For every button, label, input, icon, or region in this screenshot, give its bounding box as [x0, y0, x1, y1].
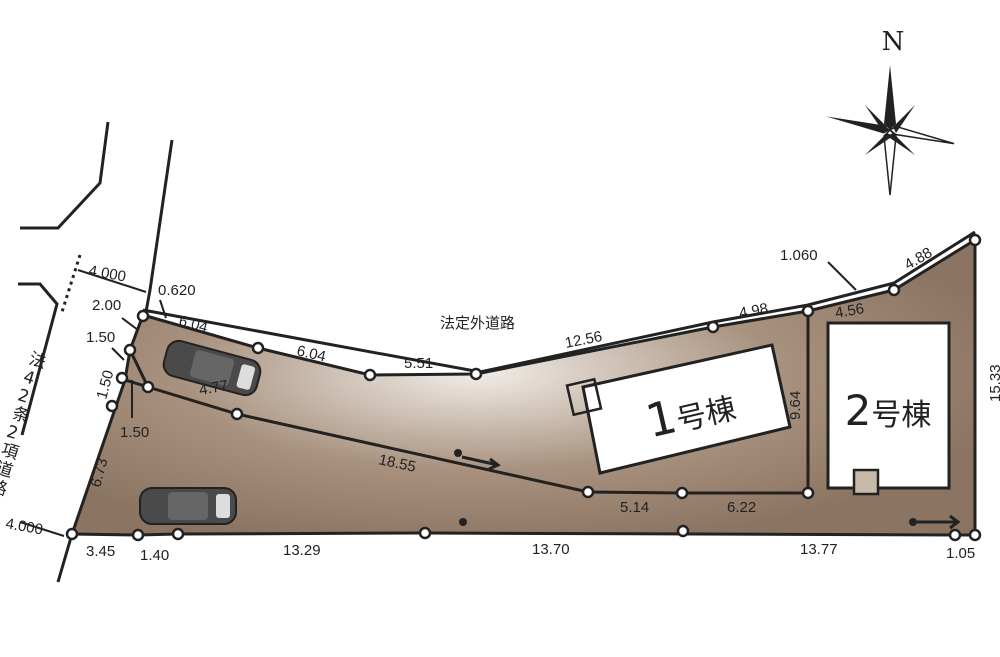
north-label: N [882, 27, 905, 57]
dim-road-width-bottom: 4.000 [4, 515, 44, 538]
dim-13-77: 13.77 [800, 541, 838, 558]
dim-6-22: 6.22 [727, 499, 756, 516]
dim-4-77: 4.77 [198, 377, 230, 399]
building-1: 1号棟 [565, 343, 792, 475]
dim-6-73: 6.73 [87, 456, 111, 489]
dim-5-51: 5.51 [404, 355, 433, 372]
svg-text:2号棟: 2号棟 [845, 386, 932, 435]
dim-1-50-a: 1.50 [86, 329, 115, 346]
dim-setback-top: 0.620 [158, 282, 196, 299]
dim-9-64: 9.64 [787, 391, 804, 420]
entrance-arrow-icon [454, 449, 961, 530]
building-2-number: 2 [845, 386, 872, 435]
building-2: 2号棟 [826, 321, 951, 496]
dim-1-50-b: 1.50 [93, 368, 117, 401]
dim-6-04-b: 6.04 [295, 342, 327, 365]
dim-1-40: 1.40 [140, 547, 169, 564]
dim-1-50-c: 1.50 [120, 424, 149, 441]
compass-rose-icon [825, 65, 955, 196]
dim-2-00: 2.00 [92, 297, 121, 314]
dim-road-width-top: 4.000 [87, 262, 127, 285]
boundary-points [65, 233, 982, 542]
lot-divider [147, 311, 810, 495]
dim-15-33: 15.33 [987, 364, 1000, 402]
car-icon [139, 487, 237, 525]
dim-1-05: 1.05 [946, 545, 975, 562]
dim-13-29: 13.29 [283, 542, 321, 559]
building-2-suffix: 号棟 [871, 398, 931, 433]
dim-4-56: 4.56 [834, 300, 866, 322]
road-lines [18, 121, 976, 583]
car-icon [162, 339, 262, 397]
dim-13-70: 13.70 [532, 541, 570, 558]
dim-setback-right: 1.060 [780, 247, 818, 264]
leader-lines [19, 261, 857, 537]
dim-5-14: 5.14 [620, 499, 649, 516]
dim-6-04-a: 6.04 [177, 312, 210, 336]
dim-12-56: 12.56 [564, 328, 604, 352]
dim-3-45: 3.45 [86, 543, 115, 560]
dim-4-98: 4.98 [738, 300, 770, 322]
road-private-label: 法定外道路 [440, 315, 515, 332]
